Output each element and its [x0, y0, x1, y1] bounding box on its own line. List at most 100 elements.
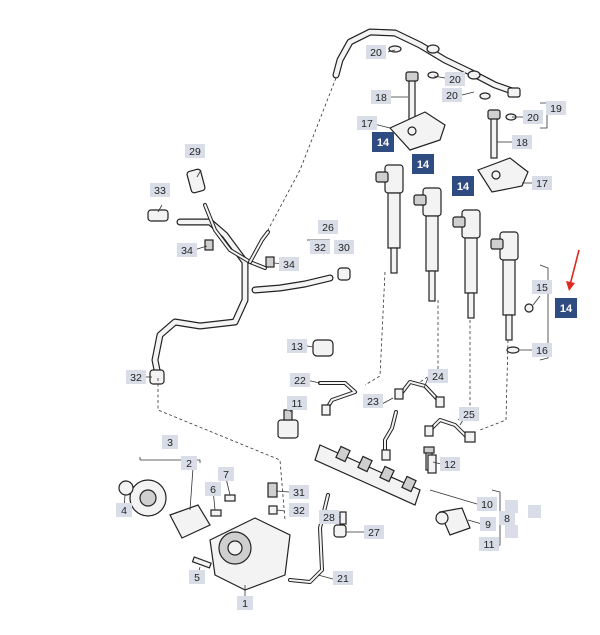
callout-14-a[interactable]: 14 [372, 132, 394, 152]
injector-2 [413, 187, 442, 302]
callout-3[interactable]: 3 [162, 435, 178, 449]
callout-21[interactable]: 21 [333, 571, 353, 585]
callout-16[interactable]: 16 [532, 343, 552, 357]
callout-30[interactable]: 30 [334, 240, 354, 254]
callout-20-c[interactable]: 20 [442, 88, 462, 102]
callout-10[interactable]: 10 [477, 497, 497, 511]
callout-6[interactable]: 6 [205, 482, 221, 496]
svg-text:5: 5 [194, 572, 200, 584]
callout-18-a[interactable]: 18 [371, 90, 391, 104]
injector-4 [490, 231, 519, 341]
svg-text:3: 3 [167, 437, 173, 449]
callout-20-d[interactable]: 20 [523, 110, 543, 124]
svg-text:32: 32 [314, 242, 326, 254]
blank-reference-squares [505, 500, 541, 538]
callout-34-b[interactable]: 34 [279, 257, 299, 271]
svg-text:22: 22 [294, 375, 306, 387]
callout-17-a[interactable]: 17 [357, 116, 377, 130]
callout-33[interactable]: 33 [150, 183, 170, 197]
callout-22[interactable]: 22 [290, 373, 310, 387]
callout-17-b[interactable]: 17 [532, 176, 552, 190]
callout-labels: 14 14 14 14 20 20 20 20 19 18 18 17 17 1… [116, 45, 577, 610]
callout-7[interactable]: 7 [218, 467, 234, 481]
callout-32-c[interactable]: 32 [289, 503, 309, 517]
svg-text:28: 28 [323, 512, 335, 524]
svg-text:14: 14 [417, 159, 430, 171]
callout-4[interactable]: 4 [116, 503, 132, 517]
callout-11-a[interactable]: 11 [287, 396, 307, 410]
callout-34-a[interactable]: 34 [177, 243, 197, 257]
svg-text:32: 32 [130, 372, 142, 384]
vacuum-hoses [147, 168, 351, 385]
high-pressure-pipes [318, 380, 476, 461]
svg-text:33: 33 [154, 185, 166, 197]
svg-text:11: 11 [484, 539, 495, 551]
svg-text:20: 20 [449, 74, 461, 86]
svg-text:20: 20 [370, 47, 382, 59]
svg-text:7: 7 [223, 469, 229, 481]
svg-text:10: 10 [481, 499, 493, 511]
seal-washer [506, 346, 520, 354]
svg-text:8: 8 [504, 513, 510, 525]
svg-text:26: 26 [322, 222, 334, 234]
svg-text:11: 11 [292, 398, 303, 410]
callout-32-a[interactable]: 32 [310, 240, 330, 254]
svg-text:1: 1 [242, 598, 248, 610]
callout-27[interactable]: 27 [364, 525, 384, 539]
fuel-return-line [332, 28, 521, 121]
callout-1[interactable]: 1 [237, 596, 253, 610]
pump-mount [169, 504, 211, 539]
callout-13[interactable]: 13 [287, 339, 307, 353]
callout-26[interactable]: 26 [318, 220, 338, 234]
svg-text:31: 31 [293, 487, 305, 499]
callout-8[interactable]: 8 [499, 511, 515, 525]
svg-text:17: 17 [361, 118, 373, 130]
fuel-injectors [375, 164, 534, 354]
callout-15[interactable]: 15 [532, 280, 552, 294]
callout-20-a[interactable]: 20 [366, 45, 386, 59]
callout-14-b[interactable]: 14 [412, 154, 434, 174]
callout-25[interactable]: 25 [459, 407, 479, 421]
svg-text:23: 23 [367, 396, 379, 408]
callout-14-c[interactable]: 14 [452, 176, 474, 196]
pressure-sensors [277, 339, 334, 439]
injector-1 [375, 164, 404, 274]
callout-11-b[interactable]: 11 [479, 537, 499, 551]
svg-text:34: 34 [181, 245, 193, 257]
pump-gear-nut [118, 480, 134, 496]
svg-text:4: 4 [121, 505, 127, 517]
callout-31[interactable]: 31 [289, 485, 309, 499]
callout-14-d[interactable]: 14 [555, 298, 577, 318]
clamp-bolts [405, 71, 501, 159]
callout-12[interactable]: 12 [440, 457, 460, 471]
callout-32-b[interactable]: 32 [126, 370, 146, 384]
svg-text:13: 13 [291, 341, 303, 353]
svg-text:14: 14 [560, 303, 573, 315]
callout-9[interactable]: 9 [480, 517, 496, 531]
pointer-arrow [566, 249, 580, 291]
svg-text:20: 20 [527, 112, 539, 124]
callout-23[interactable]: 23 [363, 394, 383, 408]
injector-clamps [389, 111, 529, 193]
svg-text:16: 16 [536, 345, 548, 357]
svg-text:27: 27 [368, 527, 380, 539]
svg-text:30: 30 [338, 242, 350, 254]
callout-18-b[interactable]: 18 [512, 135, 532, 149]
pressure-regulator [435, 507, 471, 536]
svg-text:9: 9 [485, 519, 491, 531]
callout-28[interactable]: 28 [319, 510, 339, 524]
callout-20-b[interactable]: 20 [445, 72, 465, 86]
svg-text:20: 20 [446, 90, 458, 102]
svg-text:18: 18 [516, 137, 528, 149]
callout-5[interactable]: 5 [189, 570, 205, 584]
callout-29[interactable]: 29 [185, 144, 205, 158]
callout-24[interactable]: 24 [428, 369, 448, 383]
callout-2[interactable]: 2 [181, 456, 197, 470]
svg-text:29: 29 [189, 146, 201, 158]
injector-3 [452, 209, 481, 319]
svg-text:6: 6 [210, 484, 216, 496]
callout-19[interactable]: 19 [546, 101, 566, 115]
svg-text:2: 2 [186, 458, 192, 470]
svg-text:32: 32 [293, 505, 305, 517]
